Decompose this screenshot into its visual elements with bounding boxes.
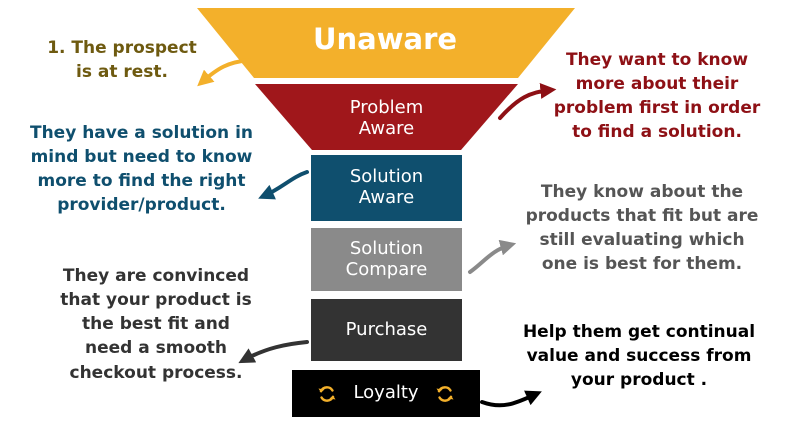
note-line: checkout process. bbox=[69, 362, 243, 383]
note-line: value and success from bbox=[526, 346, 752, 367]
refresh-loop-icon bbox=[318, 385, 336, 402]
arrow-problem-aware bbox=[498, 82, 557, 120]
stage-problem-aware-label-line1: Problem bbox=[349, 97, 424, 119]
arrow-purchase bbox=[238, 340, 309, 364]
stage-problem-aware: Problem Aware bbox=[285, 90, 488, 148]
note-line: that your product is bbox=[60, 290, 252, 311]
stage-unaware: Unaware bbox=[230, 14, 540, 66]
note-line: need a smooth bbox=[84, 338, 228, 359]
stage-solution-aware-label-line2: Aware bbox=[358, 187, 415, 208]
arrow-unaware bbox=[197, 58, 252, 87]
note-line: They know about the bbox=[540, 182, 744, 202]
note-line: problem first in order bbox=[553, 98, 761, 119]
arrow-loyalty bbox=[480, 390, 542, 408]
stage-solution-compare-label-line2: Compare bbox=[345, 258, 428, 280]
note-line: Help them get continual bbox=[522, 322, 756, 342]
note-problem-aware: They want to know more about their probl… bbox=[538, 48, 776, 145]
note-unaware: 1. The prospect is at rest. bbox=[36, 36, 208, 84]
refresh-loop-icon bbox=[436, 385, 454, 402]
stage-loyalty: Loyalty bbox=[292, 370, 480, 417]
note-line: mind but need to know bbox=[30, 147, 253, 168]
stage-purchase-label: Purchase bbox=[345, 318, 428, 340]
stage-problem-aware-label-line2: Aware bbox=[358, 118, 415, 139]
note-line: more about their bbox=[575, 74, 739, 95]
stage-purchase: Purchase bbox=[311, 299, 462, 361]
arrow-solution-aware bbox=[258, 170, 309, 200]
note-line: products that fit but are bbox=[525, 206, 759, 227]
stage-purchase-shape bbox=[311, 299, 462, 361]
stage-loyalty-shape bbox=[292, 370, 480, 417]
note-line: still evaluating which bbox=[539, 230, 745, 251]
stage-solution-aware-label-line1: Solution bbox=[349, 166, 424, 188]
note-line: the best fit and bbox=[82, 314, 230, 335]
note-loyalty: Help them get continual value and succes… bbox=[508, 320, 770, 392]
stage-solution-compare: Solution Compare bbox=[311, 228, 462, 291]
note-line: They are convinced bbox=[62, 266, 250, 286]
note-purchase: They are convinced that your product is … bbox=[42, 264, 270, 385]
note-line: provider/product. bbox=[57, 195, 226, 216]
note-solution-compare: They know about the products that fit bu… bbox=[506, 180, 778, 277]
note-line: is at rest. bbox=[76, 62, 168, 83]
note-line: more to find the right bbox=[37, 171, 246, 192]
stage-solution-aware-shape bbox=[311, 155, 462, 221]
stage-loyalty-label: Loyalty bbox=[353, 382, 419, 404]
note-line: your product . bbox=[570, 370, 708, 391]
stage-unaware-shape bbox=[197, 8, 575, 78]
note-line: They have a solution in bbox=[29, 123, 254, 143]
stage-unaware-label: Unaware bbox=[312, 22, 458, 57]
arrow-solution-compare bbox=[468, 239, 517, 274]
stage-solution-compare-label-line1: Solution bbox=[349, 237, 424, 259]
note-line: to find a solution. bbox=[572, 122, 742, 143]
note-solution-aware: They have a solution in mind but need to… bbox=[14, 121, 269, 218]
note-line: 1. The prospect bbox=[47, 38, 197, 58]
note-line: one is best for them. bbox=[541, 254, 743, 275]
stage-solution-compare-shape bbox=[311, 228, 462, 291]
note-line: They want to know bbox=[565, 50, 749, 70]
stage-solution-aware: Solution Aware bbox=[311, 155, 462, 221]
stage-problem-aware-shape bbox=[255, 84, 518, 150]
